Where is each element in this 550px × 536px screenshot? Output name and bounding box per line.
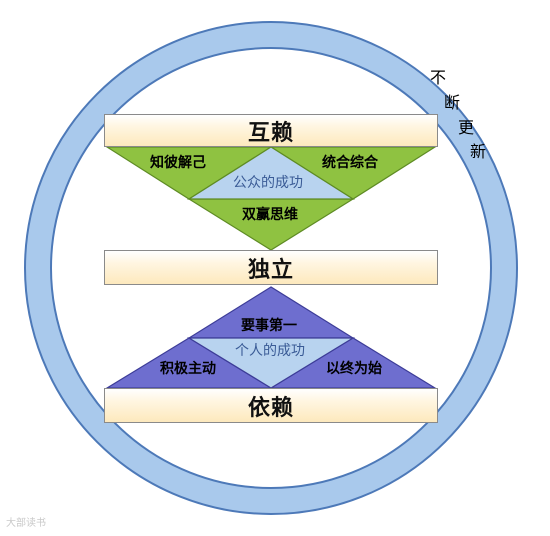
bottom-center-label: 个人的成功: [235, 343, 305, 359]
bottom-triangle-center: [186, 337, 356, 389]
dependence-bar: 依赖: [104, 388, 438, 423]
bottom-left-label: 积极主动: [160, 360, 216, 377]
top-triangle-center: [186, 146, 356, 200]
ring-char-4: 新: [470, 142, 486, 161]
ring-char-3: 更: [458, 118, 474, 137]
ring-char-1: 不: [430, 68, 446, 87]
watermark: 大部读书: [6, 518, 46, 529]
bottom-top-label: 要事第一: [241, 317, 297, 334]
interdependence-bar: 互赖: [104, 114, 438, 147]
top-bottom-label: 双赢思维: [242, 206, 298, 223]
top-right-label: 统合综合: [322, 154, 379, 171]
independence-bar: 独立: [104, 250, 438, 285]
ring-char-2: 断: [444, 93, 460, 112]
top-left-label: 知彼解己: [150, 154, 206, 171]
bottom-right-label: 以终为始: [326, 360, 382, 377]
top-center-label: 公众的成功: [233, 175, 303, 191]
